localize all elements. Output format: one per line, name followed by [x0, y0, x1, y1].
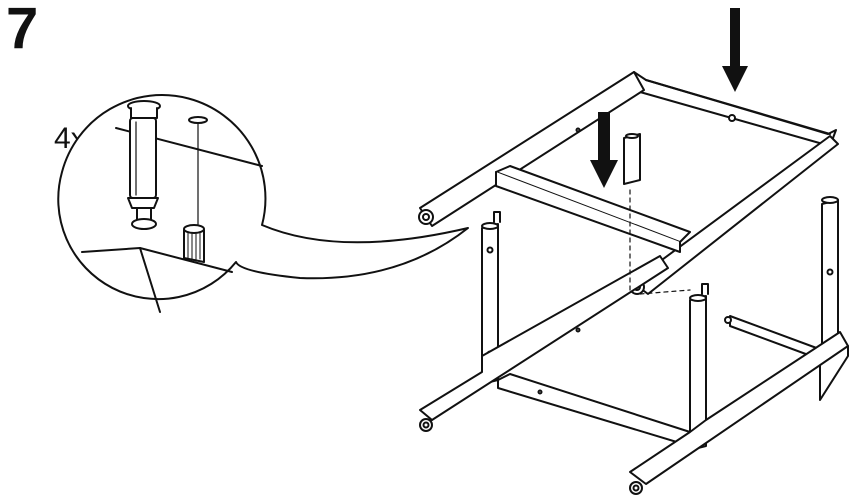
down-arrow-icon	[590, 112, 618, 188]
step-number: 7	[6, 0, 39, 61]
down-arrow-icon	[722, 8, 748, 92]
dowel-icon	[183, 224, 205, 263]
cam-bolt-icon	[127, 100, 161, 230]
front-leg-frame	[419, 189, 849, 495]
seat-frame	[418, 71, 839, 295]
rear-leg-frame	[724, 196, 849, 401]
detail-callout	[57, 94, 469, 313]
